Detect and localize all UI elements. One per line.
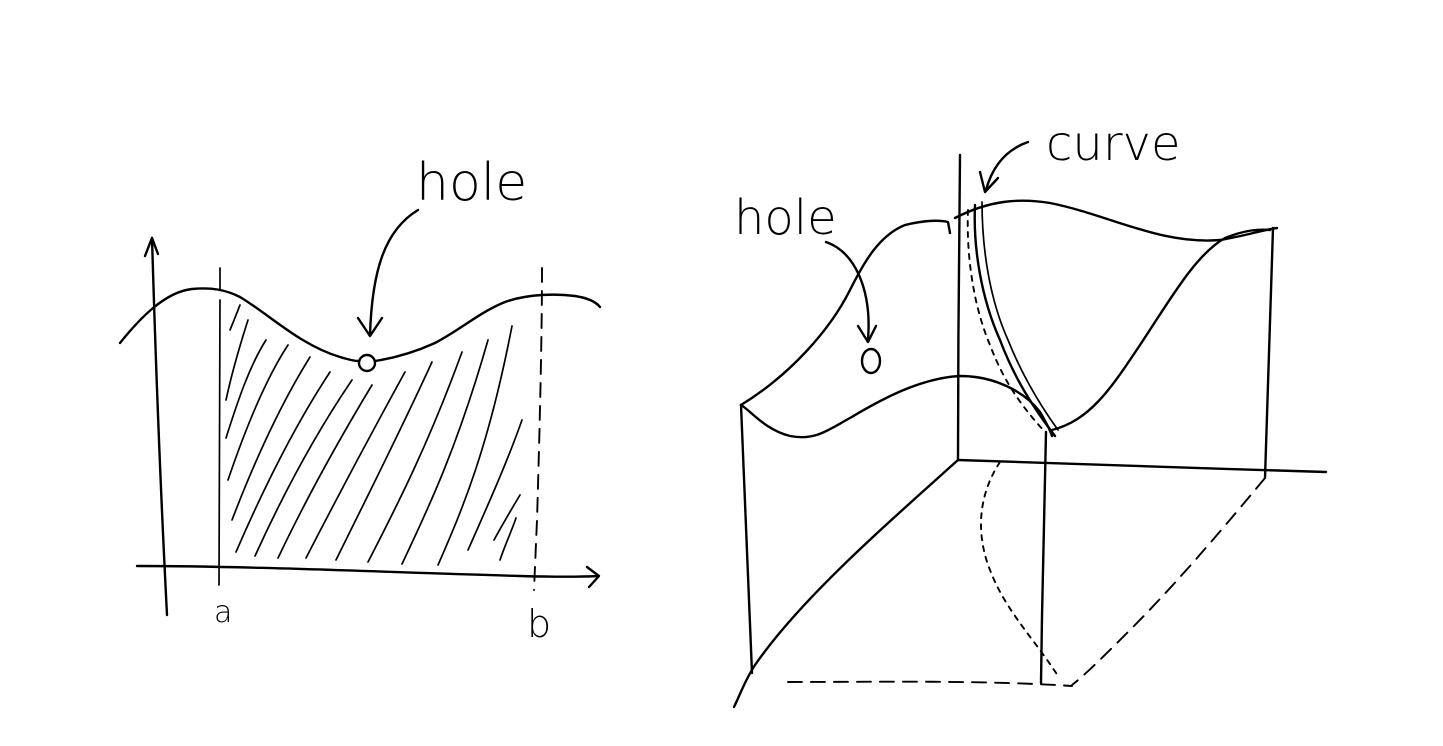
right-curve-arrow [984, 140, 1030, 192]
right-hole-arrow [824, 240, 870, 342]
right-curve-label: curve [1046, 116, 1180, 172]
right-dashed-floor-back [1071, 477, 1266, 686]
right-curve-arrowhead [978, 170, 1000, 194]
right-surface-back-left [739, 219, 952, 407]
right-dashed-floor-front [787, 680, 1073, 687]
right-dotted-projection [980, 461, 1059, 677]
left-x-axis [135, 564, 600, 578]
right-hole-label: hole [734, 190, 837, 246]
right-highlighted-curve [973, 203, 1057, 438]
right-z-axis [956, 153, 962, 462]
right-curve-hidden-part [966, 209, 1046, 433]
left-a-dashed-line [218, 267, 221, 586]
left-hatching [225, 304, 523, 566]
left-hole-label: hole [416, 153, 527, 213]
right-y-axis [732, 458, 960, 709]
right-hole-arrowhead [856, 324, 878, 344]
left-sketch: hole a b [118, 153, 602, 646]
left-y-axis [150, 236, 169, 617]
right-front-edge [1039, 430, 1048, 685]
right-left-wall-edge [739, 403, 754, 675]
left-hole-arrowhead [356, 316, 384, 338]
right-surface-right-profile [1050, 228, 1272, 432]
left-y-axis-arrowhead [143, 236, 160, 258]
left-b-label: b [527, 602, 551, 646]
left-curve [118, 287, 360, 363]
left-b-dashed-line [533, 267, 543, 591]
left-hole-arrow [368, 208, 420, 337]
left-x-axis-arrowhead [585, 565, 601, 589]
right-x-axis [956, 458, 1328, 474]
right-highlighted-curve-inner [981, 201, 1059, 431]
right-back-edge [1263, 226, 1275, 480]
right-sketch: hole curve [732, 116, 1328, 709]
left-a-label: a [214, 595, 232, 630]
right-hole-circle [860, 347, 882, 375]
left-hole-circle [357, 353, 377, 373]
right-surface-left-profile [739, 374, 1054, 439]
left-curve-right-part [373, 293, 602, 363]
right-surface-top-edge [953, 199, 1279, 242]
